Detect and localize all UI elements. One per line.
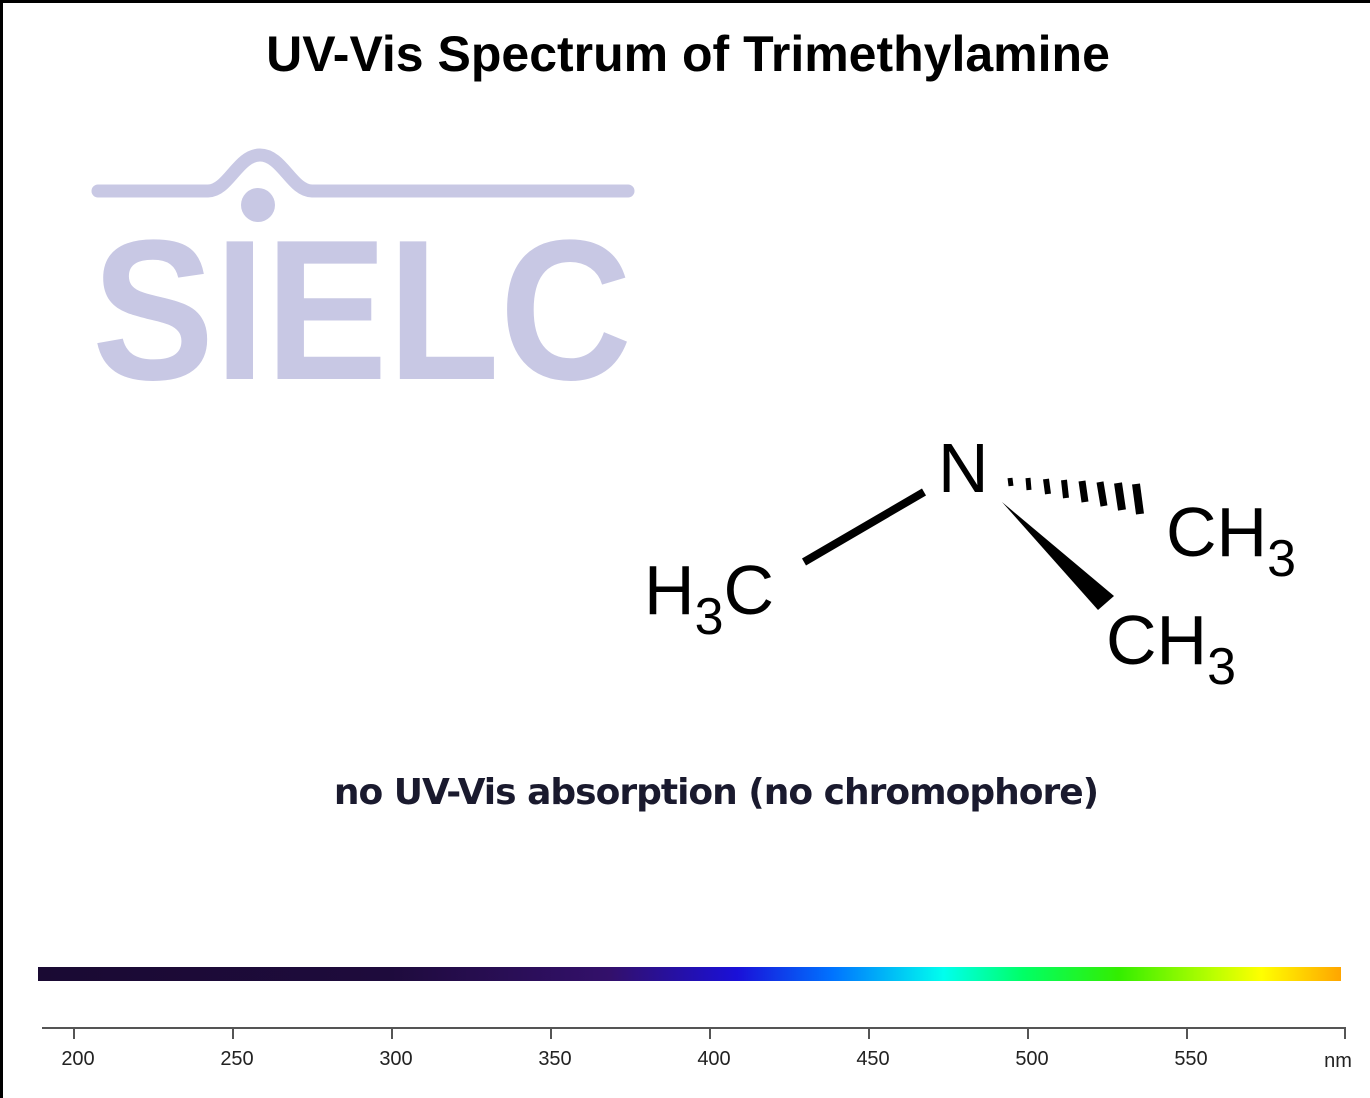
logo-i-dot <box>241 188 275 222</box>
bond-hashed <box>1007 477 1144 515</box>
atom-left-methyl: H3C <box>644 551 774 646</box>
trimethylamine-structure: N H3C CH3 CH3 <box>644 429 1296 696</box>
x-tick-label-350: 350 <box>538 1048 571 1070</box>
chart-title: UV-Vis Spectrum of Trimethylamine <box>266 26 1110 82</box>
x-tick-label-250: 250 <box>220 1048 253 1070</box>
x-tick-label-300: 300 <box>379 1048 412 1070</box>
spectrum-color-bar <box>38 967 1341 981</box>
bond-left <box>801 488 927 566</box>
logo-swoosh <box>91 148 635 198</box>
x-tick-label-550: 550 <box>1174 1048 1207 1070</box>
atom-n: N <box>938 429 989 507</box>
atom-right-methyl: CH3 <box>1166 493 1296 588</box>
x-tick-label-200: 200 <box>61 1048 94 1070</box>
bond-wedge <box>1002 502 1114 610</box>
x-tick-label-450: 450 <box>856 1048 889 1070</box>
x-axis: 200 250 300 350 400 450 500 550 nm <box>42 1027 1352 1072</box>
x-axis-unit: nm <box>1324 1050 1352 1072</box>
x-tick-label-500: 500 <box>1015 1048 1048 1070</box>
absorption-note: no UV-Vis absorption (no chromophore) <box>333 772 1099 813</box>
logo-lettering: SIELC <box>92 199 632 395</box>
x-tick-label-400: 400 <box>697 1048 730 1070</box>
sielc-logo: SIELC <box>91 148 635 395</box>
x-axis-ticks: 200 250 300 350 400 450 500 550 <box>61 1028 1346 1070</box>
atom-wedge-methyl: CH3 <box>1106 601 1236 696</box>
